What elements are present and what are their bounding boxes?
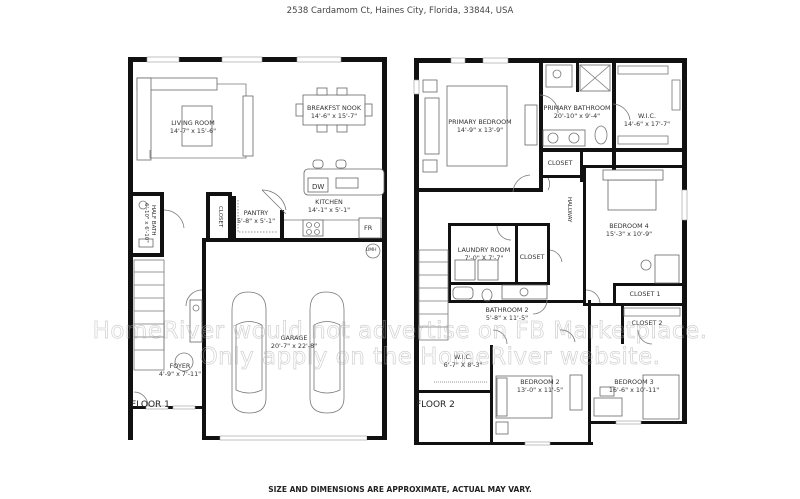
room-primary-bedroom: PRIMARY BEDROOM 14'-9" x 13'-9" xyxy=(448,118,512,135)
room-closet-f1: CLOSET xyxy=(217,206,223,228)
floor1-walls xyxy=(128,56,387,441)
room-kitchen: KITCHEN 14'-1" x 5'-1" xyxy=(307,198,351,215)
room-hallway: HALLWAY xyxy=(566,197,572,223)
floor2-furniture xyxy=(418,64,681,435)
room-bedroom3: BEDROOM 3 16'-6" x 10'-11" xyxy=(608,378,660,395)
room-bedroom2: BEDROOM 2 13'-0" x 11'-5" xyxy=(516,378,564,395)
floor2-label: FLOOR 2 xyxy=(416,400,455,410)
dishwasher-label: DW xyxy=(312,183,325,191)
fridge-label: FR xyxy=(364,224,373,232)
room-closet-hall: CLOSET xyxy=(547,159,573,167)
room-bedroom4: BEDROOM 4 15'-3" x 10'-9" xyxy=(605,222,653,239)
floor2-walls xyxy=(413,57,688,446)
room-wic-primary: W.I.C. 14'-6" x 17'-7" xyxy=(623,112,671,129)
room-wic2: W.I.C. 6'-7" X 8'-3" xyxy=(443,353,483,370)
room-foyer: FOYER 4'-9" x 7'-11" xyxy=(158,362,202,379)
room-living-room: LIVING ROOM 14'-7" x 15'-6" xyxy=(169,119,217,136)
room-half-bath-dims: 6'-10" x 6'-10" xyxy=(143,203,149,243)
water-heater-label: UMH xyxy=(366,248,377,253)
disclaimer: SIZE AND DIMENSIONS ARE APPROXIMATE, ACT… xyxy=(268,485,532,494)
room-garage: GARAGE 20'-7" x 22'-8" xyxy=(270,334,318,351)
car-left xyxy=(231,291,267,414)
room-closet2: CLOSET 2 xyxy=(631,319,663,327)
watermark-line2: Only apply on the HomeRiver website. xyxy=(199,344,661,371)
property-address: 2538 Cardamom Ct, Haines City, Florida, … xyxy=(286,6,514,16)
room-pantry: PANTRY 5'-8" x 5'-1" xyxy=(236,209,276,226)
floor1-label: FLOOR 1 xyxy=(131,400,170,410)
room-breakfast-nook: BREAKFST NOOK 14'-6" x 15'-7" xyxy=(306,104,362,121)
room-laundry: LAUNDRY ROOM 7'-0" X 7'-7" xyxy=(457,246,511,263)
room-closet1: CLOSET 1 xyxy=(629,290,661,298)
room-closet-laundry: CLOSET xyxy=(519,253,545,261)
room-half-bath-name: HALF BATH xyxy=(150,205,156,236)
room-primary-bathroom: PRIMARY BATHROOM 20'-10" x 9'-4" xyxy=(543,104,611,121)
watermark-line1: HomeRiver would not advertise on FB Mark… xyxy=(92,318,708,345)
room-bathroom2: BATHROOM 2 5'-8" x 11'-5" xyxy=(485,306,529,323)
car-right xyxy=(309,291,345,414)
floor1-furniture xyxy=(133,77,385,414)
